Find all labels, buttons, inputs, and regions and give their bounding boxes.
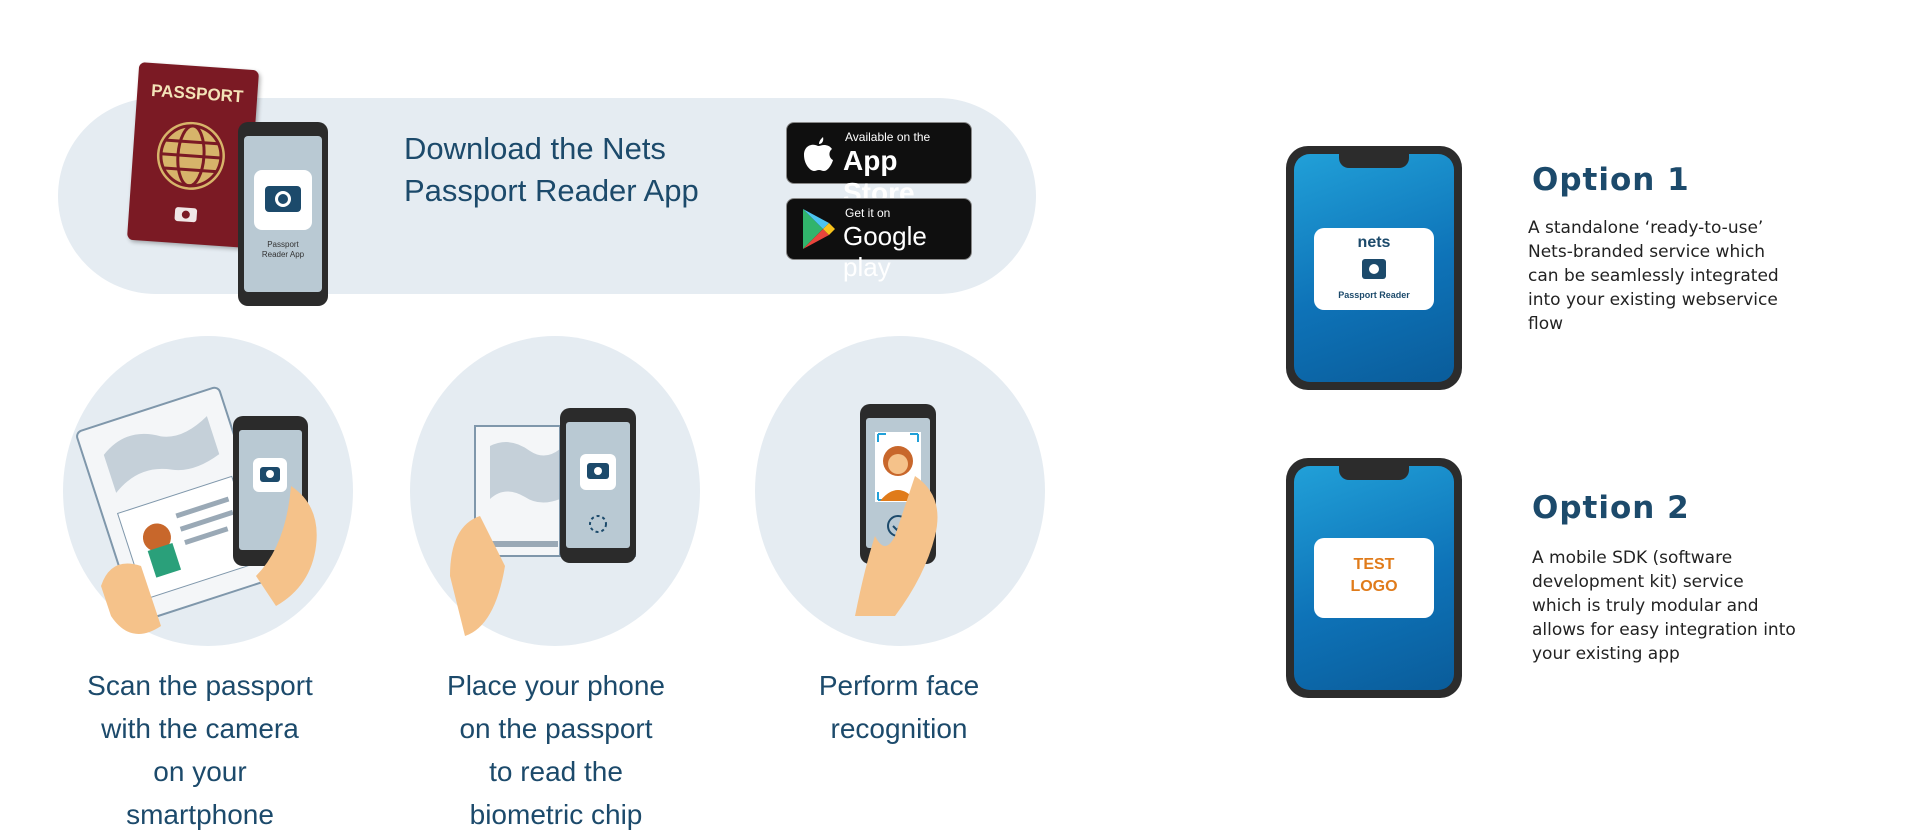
option2-phone: TEST LOGO — [1286, 458, 1462, 698]
google-play-icon — [803, 209, 835, 249]
google-play-button[interactable]: Get it on Google play — [786, 198, 972, 282]
step-place-phone-illustration — [410, 336, 700, 646]
camera-icon — [1362, 259, 1386, 279]
googleplay-big-text: Google play — [843, 221, 927, 282]
step-face-recognition-illustration — [755, 336, 1045, 646]
step-place-phone-label: Place your phone on the passport to read… — [447, 670, 665, 830]
option1-phone: nets Passport Reader — [1286, 146, 1462, 390]
passport-reader-app-icon — [254, 170, 312, 230]
step-face-recognition-label: Perform face recognition — [818, 670, 980, 744]
option2-description: A mobile SDK (software development kit) … — [1532, 548, 1796, 664]
step-scan-illustration — [63, 336, 353, 646]
passport-reader-caption: Passport Reader — [1338, 290, 1410, 300]
nets-brand-text: nets — [1357, 234, 1391, 251]
step-scan-label: Scan the passport with the camera on you… — [87, 670, 313, 830]
apple-icon — [804, 137, 833, 171]
app-icon-caption: Passport Reader App — [261, 240, 305, 259]
appstore-small-text: Available on the — [845, 130, 931, 144]
option1-description: A standalone ‘ready-to-use’ Nets-branded… — [1528, 218, 1779, 334]
nets-passport-reader-logo: nets Passport Reader — [1314, 228, 1434, 310]
googleplay-small-text: Get it on — [845, 206, 891, 220]
test-logo: TEST LOGO — [1314, 538, 1434, 618]
option1-title: Option 1 — [1532, 162, 1690, 198]
app-store-button[interactable]: Available on the App Store — [786, 122, 972, 208]
passport-icon: PASSPORT — [126, 62, 260, 248]
option2-title: Option 2 — [1532, 490, 1690, 526]
download-title: Download the Nets Passport Reader App — [404, 131, 699, 208]
app-phone-illustration: Passport Reader App — [238, 122, 328, 306]
